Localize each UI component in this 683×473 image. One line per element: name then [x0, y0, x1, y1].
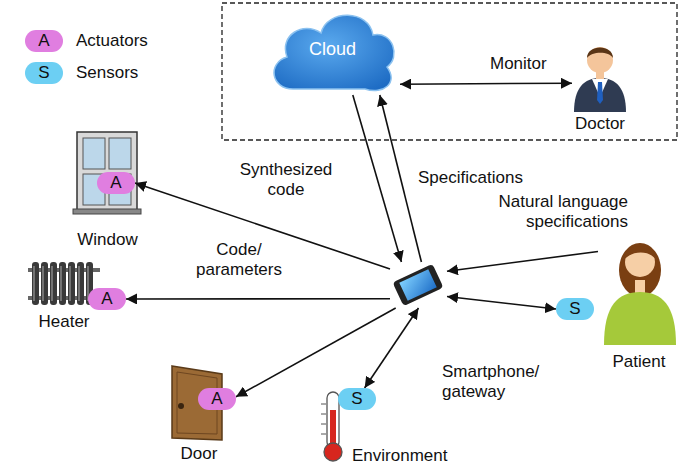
sensor-badge: S	[338, 388, 376, 410]
door-node: DoorA	[170, 366, 228, 440]
connector-arrow	[447, 252, 598, 272]
edge-label: Natural language specifications	[478, 192, 628, 233]
edge-label: Code/ parameters	[190, 240, 288, 281]
cloud-label: Cloud	[309, 39, 356, 61]
badge-letter: S	[351, 389, 362, 409]
smartphone-picture	[393, 264, 444, 306]
cloud-region-box	[222, 3, 677, 140]
door-picture	[172, 366, 222, 440]
legend-swatch: S	[25, 62, 63, 84]
node-caption: Environment	[352, 446, 447, 466]
doctor-figure	[574, 47, 626, 112]
doctor-node: Doctor	[572, 40, 628, 112]
node-caption: Patient	[613, 352, 666, 372]
connector-arrow	[236, 308, 396, 397]
heater-node: HeaterA	[28, 262, 100, 305]
node-caption: Doctor	[575, 114, 625, 134]
badge-letter: A	[110, 173, 121, 193]
node-caption: Window	[77, 230, 137, 250]
connector-arrow	[365, 308, 419, 388]
edge-label: Specifications	[418, 168, 523, 188]
edge-label: Synthesized code	[234, 160, 338, 201]
window-picture	[73, 132, 141, 214]
legend-swatch: A	[25, 30, 63, 52]
environment-node: EnvironmentS	[318, 388, 352, 460]
edge-label: Monitor	[490, 54, 547, 74]
connector-arrow	[135, 183, 390, 269]
node-caption: Heater	[38, 312, 89, 332]
actuator-badge: A	[97, 172, 135, 194]
window-node: WindowA	[75, 130, 140, 215]
legend-letter: A	[38, 31, 49, 51]
cloud-node: Cloud	[265, 5, 400, 95]
actuator-badge: A	[198, 388, 236, 410]
connector-arrow	[447, 297, 556, 310]
badge-letter: A	[211, 389, 222, 409]
node-caption: Door	[181, 444, 218, 464]
connector-arrow	[126, 298, 390, 300]
legend-text: Actuators	[76, 31, 148, 51]
badge-letter: A	[101, 289, 112, 309]
actuator-badge: A	[88, 288, 126, 310]
connector-arrow	[380, 95, 422, 262]
connector-arrow	[400, 83, 572, 84]
cloud-outline	[274, 15, 394, 90]
patient-figure	[604, 243, 676, 345]
smartphone-node: Smartphone/ gateway	[390, 262, 447, 308]
node-caption: Smartphone/ gateway	[442, 362, 552, 403]
legend-text: Sensors	[76, 63, 138, 83]
patient-node: PatientS	[598, 235, 680, 345]
sensor-badge: S	[556, 298, 594, 320]
connector-arrow	[353, 95, 402, 262]
badge-letter: S	[569, 299, 580, 319]
legend-letter: S	[38, 63, 49, 83]
